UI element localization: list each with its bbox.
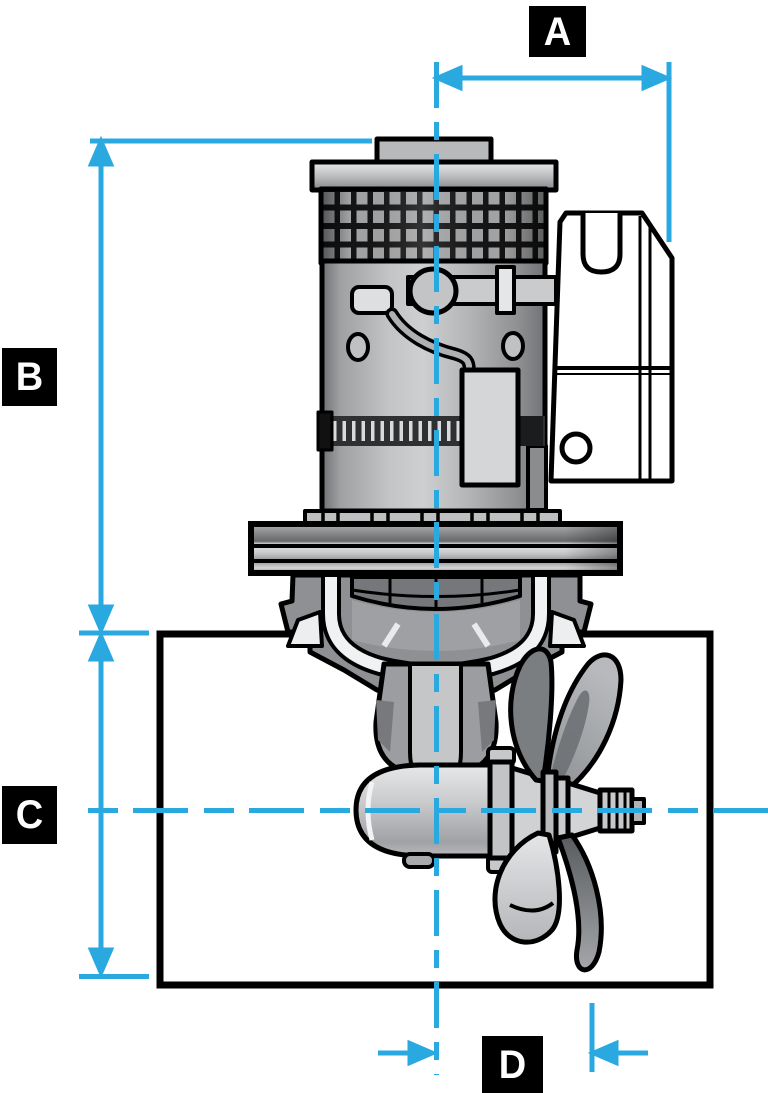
contactor-notch bbox=[580, 213, 623, 275]
adapter-foot-right bbox=[548, 610, 586, 648]
adapter-slash-right bbox=[471, 622, 491, 648]
blade-fold-line bbox=[509, 901, 555, 913]
leg-fin-right bbox=[478, 700, 496, 752]
propeller-blade-shadow bbox=[548, 690, 590, 788]
propeller-blade-lower-front bbox=[492, 830, 562, 945]
dimension-d bbox=[378, 1003, 648, 1072]
leg-fin-left bbox=[376, 700, 394, 752]
pod-anode bbox=[402, 852, 436, 869]
dimension-label-a: A bbox=[529, 6, 586, 57]
arrow-down-icon bbox=[87, 947, 115, 979]
dimension-letter-a: A bbox=[543, 9, 572, 54]
dimension-label-d: D bbox=[482, 1036, 543, 1093]
contactor-body bbox=[548, 210, 675, 484]
motor-oval-left bbox=[346, 332, 370, 362]
dimension-c bbox=[79, 630, 149, 979]
motor-panel bbox=[459, 367, 521, 488]
dimension-label-c: C bbox=[2, 786, 57, 844]
contactor-hole bbox=[559, 431, 593, 465]
dimension-letter-d: D bbox=[498, 1042, 527, 1087]
arrow-left-icon bbox=[431, 64, 463, 92]
dimension-label-b: B bbox=[2, 348, 57, 406]
adapter-foot-left bbox=[286, 610, 324, 648]
arrow-right-icon bbox=[407, 1039, 439, 1067]
arrow-up-icon bbox=[87, 630, 115, 662]
arrow-up-icon bbox=[87, 135, 115, 167]
contactor-support bbox=[526, 444, 548, 512]
dimension-a bbox=[431, 62, 673, 242]
dimension-letter-b: B bbox=[15, 355, 44, 399]
motor-oval-right bbox=[501, 331, 525, 361]
motor-wire bbox=[385, 307, 477, 381]
adapter-slash-left bbox=[381, 622, 401, 648]
arrow-down-icon bbox=[87, 604, 115, 636]
motor-cooling-grille bbox=[318, 186, 549, 266]
dimension-letter-c: C bbox=[15, 793, 44, 837]
arrow-left-icon bbox=[587, 1039, 619, 1067]
contactor-box bbox=[548, 210, 675, 484]
junction-block bbox=[350, 285, 394, 315]
motor-boss bbox=[407, 266, 459, 316]
propeller-blade-upper-back bbox=[508, 646, 555, 784]
electric-motor bbox=[303, 136, 562, 526]
dimension-lines bbox=[79, 62, 768, 1075]
arrow-right-icon bbox=[641, 64, 673, 92]
dimension-b bbox=[79, 135, 372, 636]
terminal-stud bbox=[495, 265, 516, 315]
propeller-blade-lower-back bbox=[555, 832, 604, 973]
